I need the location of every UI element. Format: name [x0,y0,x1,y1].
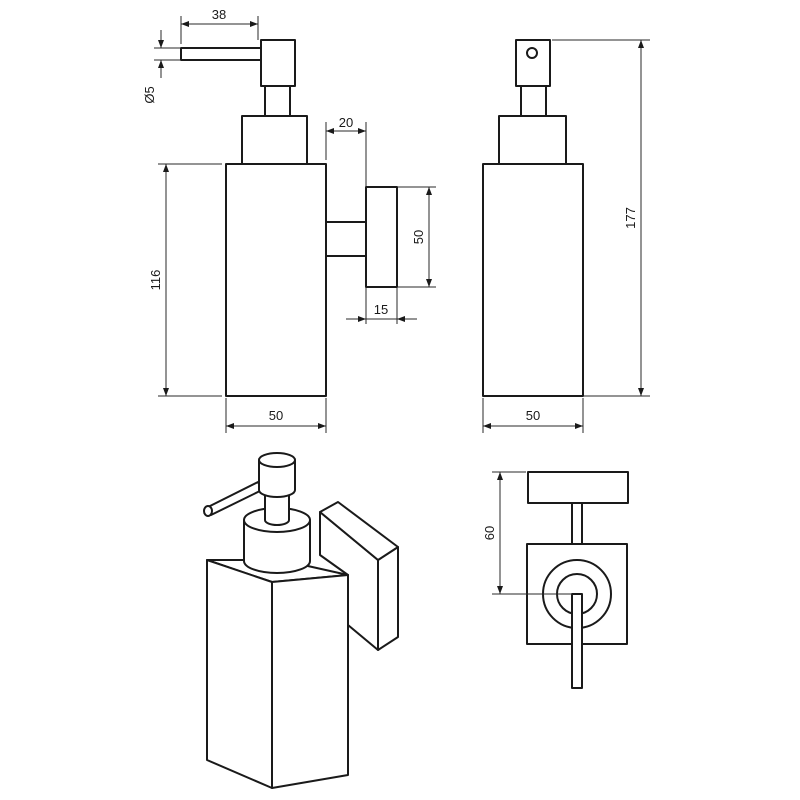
dim-bracket-height: 50 [398,186,436,288]
top-spout [571,593,583,689]
iso-body-front [206,559,273,789]
front-view: 38 Ø5 20 50 [142,7,436,433]
dim-nozzle-diameter: Ø5 [142,30,180,104]
top-bracket-arm [571,502,583,546]
dim-nozzle-diameter-label: Ø5 [142,86,157,103]
side-view: 177 50 [482,39,650,433]
dim-body-height: 116 [148,163,222,397]
side-nozzle-hole [526,47,538,59]
iso-bracket-top [319,501,399,561]
front-bracket-arm [325,221,367,257]
dim-bracket-depth: 15 [346,288,417,324]
front-nozzle [180,47,262,61]
iso-nozzle-tip [203,505,213,517]
top-wall-plate [527,471,629,504]
iso-body-right [271,574,349,789]
dim-body-width: 50 [225,398,327,433]
dim-nozzle-length-label: 38 [212,7,226,22]
dim-hole-offset: 60 [482,471,572,595]
iso-pump-head [258,459,296,498]
iso-pump-head-top [258,452,296,468]
dim-hole-offset-label: 60 [482,526,497,540]
dim-body-width-label: 50 [269,408,283,423]
side-body [482,163,584,397]
front-pump-stem [264,85,291,117]
iso-collar [243,519,311,574]
dim-wall-offset: 20 [325,115,367,186]
front-pump-head [260,39,296,87]
top-view: 60 [482,471,629,689]
dim-total-height: 177 [552,39,650,397]
dim-bracket-height-label: 50 [411,230,426,244]
dim-side-width: 50 [482,398,584,433]
dim-wall-offset-label: 20 [339,115,353,130]
dim-total-height-label: 177 [623,207,638,229]
front-wall-plate [365,186,398,288]
dim-nozzle-length: 38 [180,7,259,44]
iso-bracket-side [377,546,399,651]
dim-side-width-label: 50 [526,408,540,423]
front-body [225,163,327,397]
dim-body-height-label: 116 [148,270,163,291]
dim-bracket-depth-label: 15 [374,302,388,317]
iso-nozzle [205,481,263,516]
side-pump-head [515,39,551,87]
isometric-view [203,452,399,789]
side-pump-stem [520,85,547,117]
side-collar [498,115,567,165]
front-collar [241,115,308,165]
